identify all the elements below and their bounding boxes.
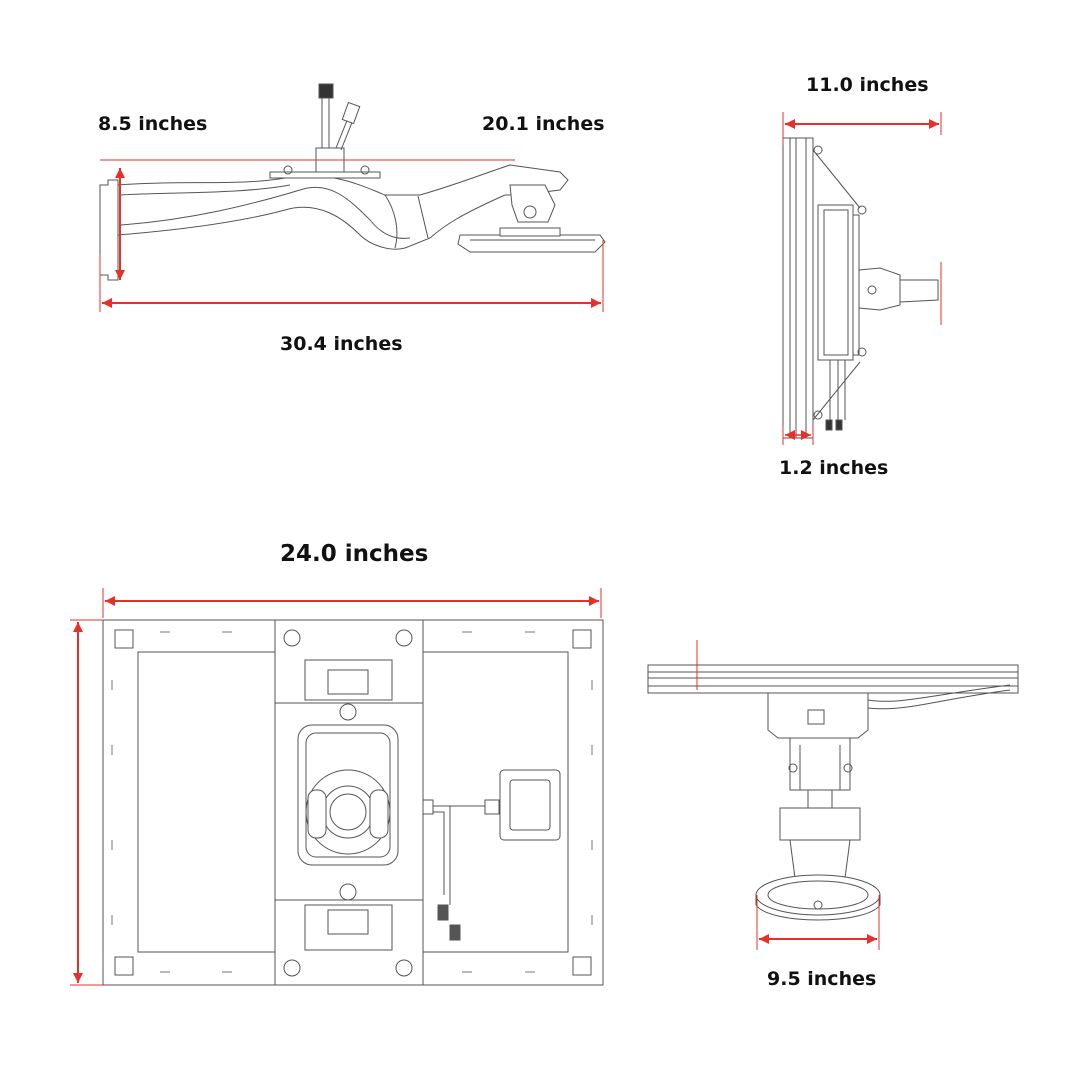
base-diameter-label: 9.5 inches [767, 968, 877, 990]
top-view-dimensions [70, 588, 602, 986]
edge-view-dimensions [782, 112, 942, 445]
mount-detail-drawing [647, 664, 1019, 921]
panel-height-label: 11.0 inches [806, 74, 929, 96]
mount-height-label: 8.5 inches [98, 113, 208, 135]
panel-thickness-label: 1.2 inches [779, 457, 889, 479]
side-view-drawing [99, 83, 606, 281]
arm-reach-label: 20.1 inches [482, 113, 605, 135]
overall-length-label: 30.4 inches [280, 333, 403, 355]
side-view-dimensions [99, 159, 604, 312]
panel-width-label: 24.0 inches [280, 541, 429, 567]
top-view-drawing [102, 619, 604, 986]
mount-detail-dimensions [696, 640, 880, 950]
edge-view-drawing [782, 137, 939, 439]
